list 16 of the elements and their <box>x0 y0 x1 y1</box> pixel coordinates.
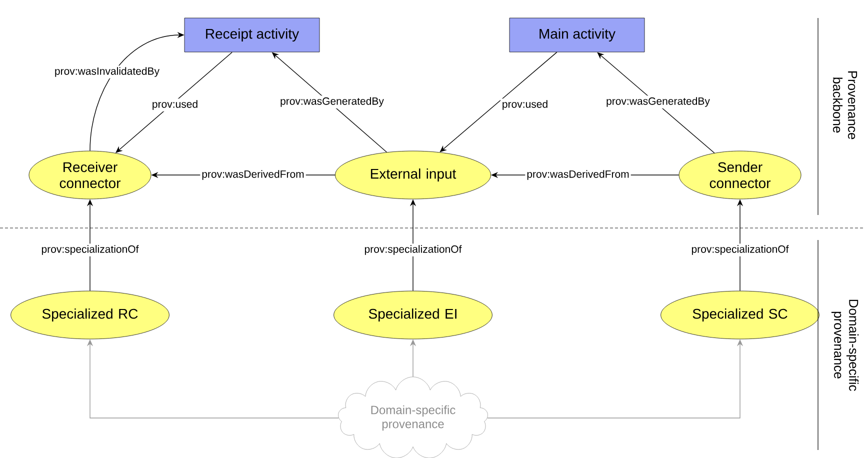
edge-label: prov:used <box>150 98 200 112</box>
edge-label: prov:specializationOf <box>690 244 790 256</box>
arrow <box>440 52 558 152</box>
edge-label: prov:wasGeneratedBy <box>604 96 712 108</box>
section-label: Domain-specific provenance <box>831 300 859 391</box>
edge-label: prov:wasDerivedFrom <box>525 168 631 182</box>
section-label: Provenance backbone <box>832 71 858 140</box>
arrow <box>597 52 715 154</box>
edge-label: prov:used <box>500 98 550 112</box>
edge-label: prov:specializationOf <box>40 244 140 256</box>
edge-label: prov:specializationOf <box>362 244 464 256</box>
activity-box: Main activity <box>509 18 645 52</box>
activity-box: Receipt activity <box>184 18 320 52</box>
edge-label: prov:wasInvalidatedBy <box>52 66 162 78</box>
edge-label: prov:wasDerivedFrom <box>200 168 306 182</box>
edge-label: prov:wasGeneratedBy <box>278 96 386 108</box>
